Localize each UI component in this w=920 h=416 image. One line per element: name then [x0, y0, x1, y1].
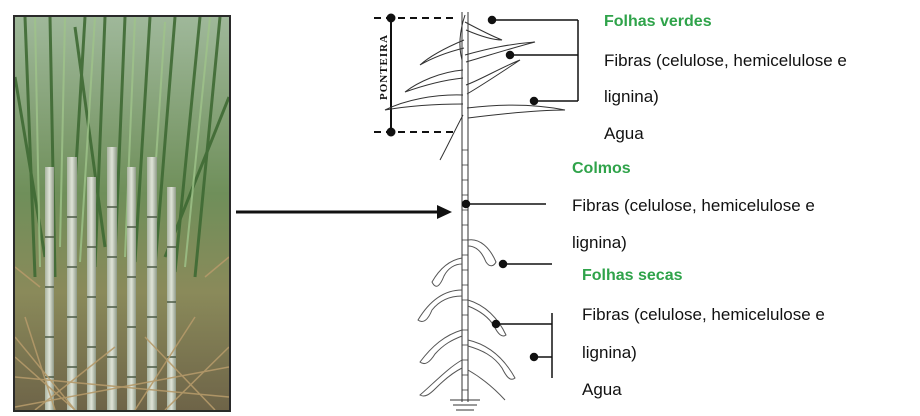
green-leaves-line3: Agua: [604, 124, 644, 143]
dry-leaves: [417, 239, 516, 401]
green-leaves-line1: Fibras (celulose, hemicelulose e: [604, 51, 847, 70]
ponteira-bracket: [374, 13, 456, 137]
sugarcane-photo-art: [15, 17, 229, 410]
main-arrow: [236, 205, 452, 219]
dry-leaves-connector: [491, 259, 553, 378]
dry-leaves-line3: Agua: [582, 380, 622, 399]
ponteira-label: PONTEIRA: [378, 33, 390, 100]
green-leaves-heading: Folhas verdes: [604, 13, 712, 30]
green-leaves-line2: lignina): [604, 87, 659, 106]
green-leaves: [384, 14, 566, 161]
green-leaves-connector: [487, 15, 579, 106]
dry-leaves-line2: lignina): [582, 343, 637, 362]
dry-leaves-line1: Fibras (celulose, hemicelulose e: [582, 305, 825, 324]
stalk-line1: Fibras (celulose, hemicelulose e: [572, 196, 815, 215]
dry-leaves-heading: Folhas secas: [582, 267, 683, 284]
stalk-connector: [461, 199, 546, 209]
plant-stalk: [450, 12, 480, 411]
sugarcane-photo: [13, 15, 231, 412]
stalk-heading: Colmos: [572, 160, 631, 177]
stalk-line2: lignina): [572, 233, 627, 252]
